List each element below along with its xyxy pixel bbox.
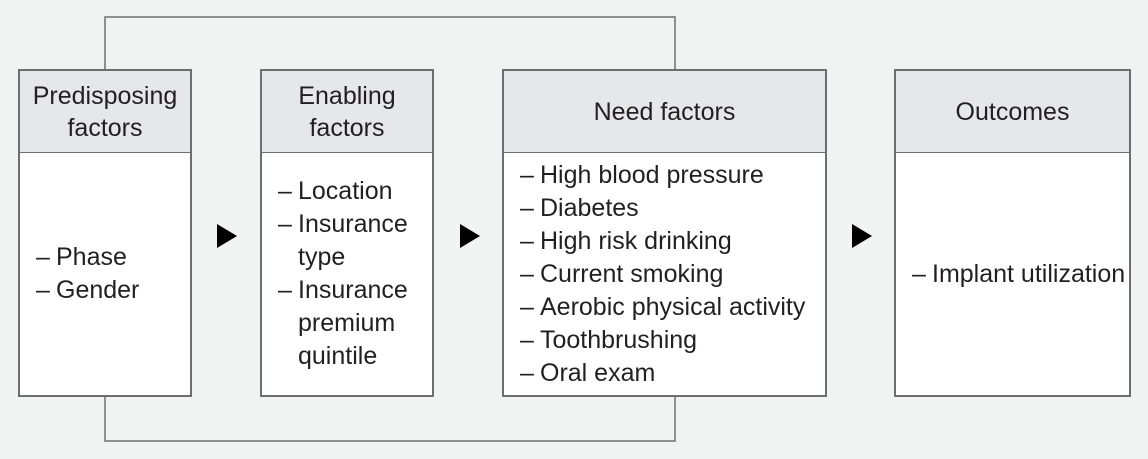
list-item: Location	[278, 175, 408, 208]
outcomes-list: Implant utilization	[896, 258, 1125, 291]
predisposing-factors-body: Phase Gender	[20, 153, 190, 395]
list-item: Gender	[36, 274, 139, 307]
predisposing-factors-title: Predisposing factors	[20, 71, 190, 153]
need-factors-body: High blood pressure Diabetes High risk d…	[504, 153, 825, 395]
arrow-right-icon	[217, 224, 237, 248]
predisposing-factors-box: Predisposing factors Phase Gender	[18, 69, 192, 397]
arrow-right-icon	[460, 224, 480, 248]
list-item: High risk drinking	[520, 225, 805, 258]
list-item: Diabetes	[520, 192, 805, 225]
list-item: Current smoking	[520, 258, 805, 291]
list-item: High blood pressure	[520, 159, 805, 192]
list-item: Implant utilization	[912, 258, 1125, 291]
outcomes-body: Implant utilization	[896, 153, 1129, 395]
top-connector-line	[104, 16, 676, 70]
list-item: Oral exam	[520, 357, 805, 390]
enabling-factors-body: Location Insurance type Insurance premiu…	[262, 153, 432, 395]
bottom-connector-line	[104, 396, 676, 442]
enabling-factors-title: Enabling factors	[262, 71, 432, 153]
arrow-right-icon	[852, 224, 872, 248]
list-item: Insurance premium quintile	[278, 274, 408, 373]
list-item: Insurance type	[278, 208, 408, 274]
enabling-factors-box: Enabling factors Location Insurance type…	[260, 69, 434, 397]
list-item: Toothbrushing	[520, 324, 805, 357]
list-item: Phase	[36, 241, 139, 274]
need-factors-title: Need factors	[504, 71, 825, 153]
need-factors-list: High blood pressure Diabetes High risk d…	[504, 159, 805, 390]
list-item: Aerobic physical activity	[520, 291, 805, 324]
predisposing-factors-list: Phase Gender	[20, 241, 139, 307]
enabling-factors-list: Location Insurance type Insurance premiu…	[262, 175, 408, 373]
need-factors-box: Need factors High blood pressure Diabete…	[502, 69, 827, 397]
outcomes-title: Outcomes	[896, 71, 1129, 153]
outcomes-box: Outcomes Implant utilization	[894, 69, 1131, 397]
